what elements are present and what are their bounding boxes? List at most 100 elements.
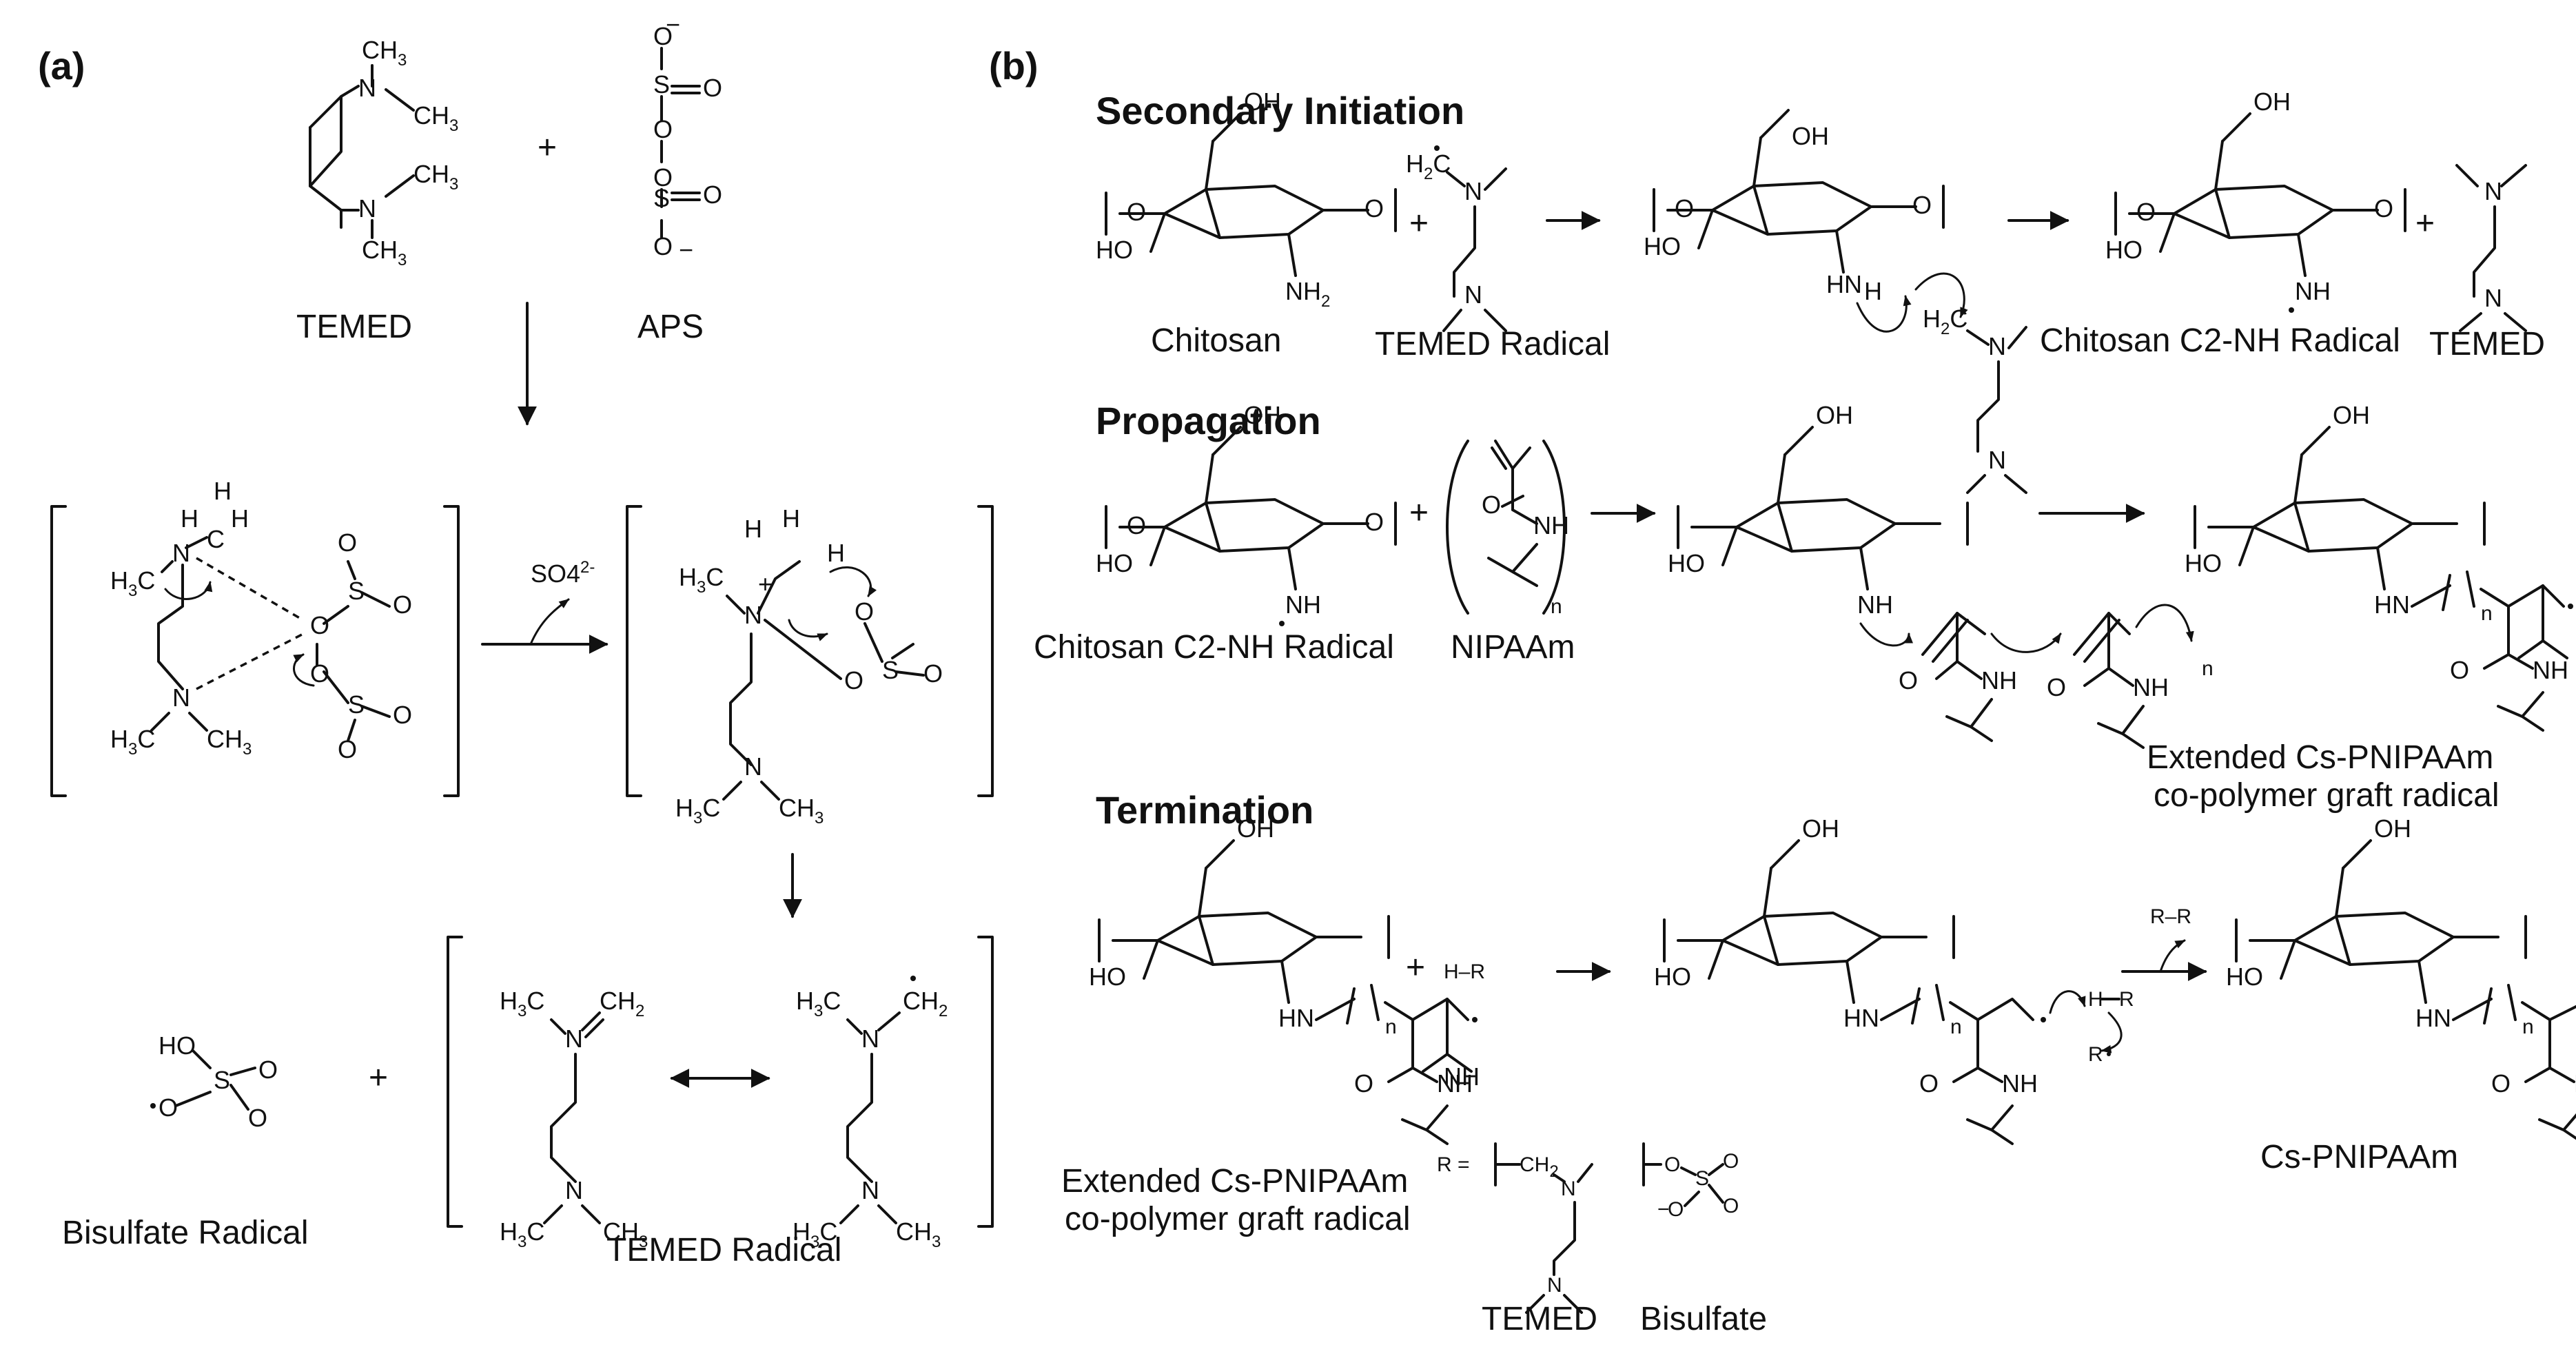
bisulfate-label-r: Bisulfate [1640,1301,1767,1337]
svg-text:CH3: CH3 [779,794,824,827]
panel-a-label: (a) [38,44,85,88]
svg-text:CH3: CH3 [413,101,458,135]
svg-text:−: − [666,10,680,39]
svg-text:S: S [348,577,365,605]
svg-text:O: O [1364,508,1384,536]
svg-text:N: N [565,1176,583,1204]
svg-text:O: O [258,1056,278,1084]
svg-text:NH: NH [1533,511,1569,539]
svg-text:H3C: H3C [796,987,841,1020]
svg-text:NH: NH [1285,590,1321,619]
plus-sign-b2: + [2415,205,2435,242]
sulfate-byproduct: SO42- [531,558,595,588]
svg-text:O: O [1919,1069,1939,1098]
svg-text:N: N [1547,1274,1562,1297]
svg-text:HO: HO [159,1031,196,1060]
chitosan-c2-nh-radical-1: OH HO NH O O [2105,88,2406,313]
svg-text:S: S [1695,1167,1709,1190]
svg-text:C: C [207,525,225,553]
svg-text:OH: OH [2333,401,2370,429]
svg-text:H3C: H3C [679,563,724,597]
termination-intermediate: OH HO HN n O NH H R R [1654,814,2134,1145]
svg-text:H3C: H3C [110,566,155,600]
chitosan-label: Chitosan [1151,322,1281,359]
extended-graft-label-2: co-polymer graft radical [2154,777,2500,814]
svg-text:n: n [2481,602,2493,625]
chitosan-radical-label-2: Chitosan C2-NH Radical [1034,629,1394,666]
cs-pnipaam-label: Cs-PNIPAAm [2260,1139,2458,1175]
svg-text:CH3: CH3 [413,160,458,194]
svg-text:H: H [827,539,845,567]
svg-text:HO: HO [2105,236,2143,264]
svg-text:N: N [565,1025,583,1053]
svg-text:N: N [861,1025,879,1053]
svg-text:NH: NH [1857,590,1893,619]
extended-graft-label-3: Extended Cs-PNIPAAm [1061,1163,1408,1200]
aps-label: APS [637,309,704,345]
svg-text:HO: HO [1096,236,1133,264]
svg-text:O: O [2450,656,2469,684]
svg-text:CH3: CH3 [362,36,407,70]
svg-text:HN: HN [1278,1004,1314,1032]
extended-graft-label-1: Extended Cs-PNIPAAm [2147,739,2493,776]
bisulfate-label: Bisulfate Radical [62,1215,309,1251]
svg-text:CH3: CH3 [362,236,407,269]
svg-text:O: O [1364,194,1384,223]
svg-text:S: S [214,1066,230,1094]
svg-text:O: O [1668,1198,1684,1221]
svg-text:H: H [1864,277,1882,305]
svg-text:O: O [1675,194,1694,223]
svg-text:CH3: CH3 [896,1217,941,1251]
svg-text:N: N [2484,284,2502,312]
plus-sign-b3: + [1409,495,1429,531]
svg-text:N: N [1561,1177,1576,1200]
chitosan-h-abstraction: OH HO HN H O O H2C N N [1644,109,2027,494]
svg-text:O: O [844,666,863,695]
svg-text:H3C: H3C [110,725,155,759]
svg-text:O: O [1482,491,1501,519]
panel-b-label: (b) [989,44,1039,88]
svg-text:H: H [744,515,762,543]
svg-text:HO: HO [1644,232,1681,260]
svg-text:HO: HO [2226,963,2263,991]
svg-text:H: H [782,504,800,533]
temed-label: TEMED [296,309,412,345]
r-definition: R = CH2 N N O S O O O − [1437,1142,1739,1314]
plus-sign-b4: + [1406,949,1425,986]
svg-text:O: O [1899,666,1918,695]
svg-text:CH2: CH2 [600,987,644,1020]
svg-text:O: O [393,590,412,619]
svg-text:N: N [744,601,762,629]
h-r-reagent: H–R [1444,960,1485,983]
svg-text:O: O [2136,198,2156,226]
svg-text:HO: HO [1654,963,1691,991]
svg-text:CH3: CH3 [603,1217,648,1251]
svg-text:H3C: H3C [500,1217,544,1251]
temed-molecule: N N CH3 CH3 CH3 CH3 [309,36,458,269]
svg-text:S: S [653,70,670,99]
svg-text:N: N [358,74,376,102]
svg-text:n: n [1551,595,1562,618]
svg-text:O: O [338,528,357,557]
r-r-byproduct: R–R [2150,905,2191,928]
svg-text:N: N [1988,332,2006,360]
svg-text:NH: NH [2533,656,2568,684]
temed-radical-label-b: TEMED Radical [1375,326,1610,362]
svg-text:n: n [2202,657,2214,680]
svg-text:H: H [2088,988,2103,1011]
svg-text:O: O [2374,194,2393,223]
svg-text:NH: NH [1981,666,2017,695]
svg-text:H3C: H3C [675,794,720,827]
svg-text:H2C: H2C [1406,150,1451,183]
svg-text:OH: OH [1792,122,1829,150]
aps-molecule: O − S O O O S O O − [653,10,722,264]
nipaam-label: NIPAAm [1451,629,1575,666]
temed-radical-label-a: TEMED Radical [606,1232,841,1268]
svg-text:R: R [2088,1043,2103,1066]
svg-text:n: n [1385,1016,1397,1038]
temed-label-b: TEMED [2429,326,2545,362]
svg-text:HN: HN [2415,1004,2451,1032]
svg-text:O: O [653,232,673,260]
svg-text:N: N [358,194,376,223]
